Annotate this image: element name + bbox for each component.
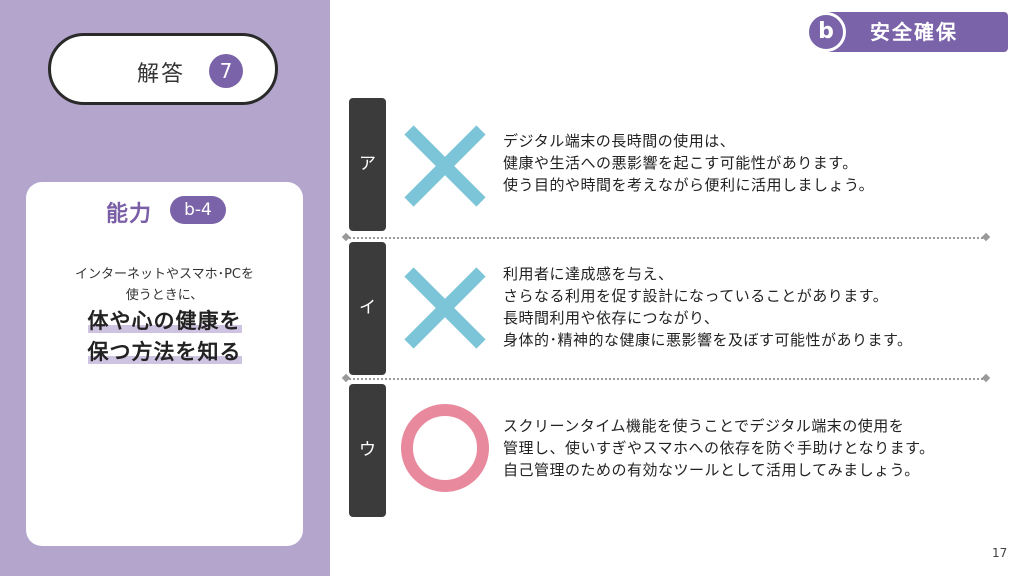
ability-description: インターネットやスマホ･PCを 使うときに、 <box>26 264 303 306</box>
ability-desc-line: 使うときに、 <box>125 288 204 303</box>
item-tab-i: イ <box>349 242 386 375</box>
answer-number-badge: 7 <box>209 54 243 88</box>
ability-goal-line: 体や心の健康を <box>87 309 242 333</box>
item-explanation-i: 利用者に達成感を与え、 さらなる利用を促す設計になっていることがあります。 長時… <box>503 265 913 349</box>
ability-goal: 体や心の健康を 保つ方法を知る <box>26 306 303 368</box>
cross-icon <box>404 125 486 207</box>
divider <box>346 378 986 380</box>
ability-goal-line: 保つ方法を知る <box>87 340 242 364</box>
ability-title: 能力 <box>106 202 153 227</box>
cross-icon <box>404 267 486 349</box>
divider <box>346 237 986 239</box>
page-number: 17 <box>992 546 1008 560</box>
item-tab-u: ウ <box>349 384 386 517</box>
item-explanation-a: デジタル端末の長時間の使用は、 健康や生活への悪影響を起こす可能性があります。 … <box>503 132 875 194</box>
item-explanation-u: スクリーンタイム機能を使うことでデジタル端末の使用を 管理し、使いすぎやスマホへ… <box>503 417 935 479</box>
answer-label: 解答 <box>137 62 186 87</box>
category-letter: b <box>806 12 846 52</box>
ability-card: 能力 b-4 インターネットやスマホ･PCを 使うときに、 体や心の健康を 保つ… <box>26 182 303 546</box>
category-label: 安全確保 <box>826 12 1008 52</box>
circle-icon <box>401 404 489 492</box>
left-panel: 解答 7 能力 b-4 インターネットやスマホ･PCを 使うときに、 体や心の健… <box>0 0 330 576</box>
answer-pill: 解答 7 <box>48 33 278 105</box>
category-badge: 安全確保 b <box>806 12 1008 52</box>
ability-desc-line: インターネットやスマホ･PCを <box>74 267 255 282</box>
ability-code-badge: b-4 <box>170 196 226 224</box>
item-tab-a: ア <box>349 98 386 231</box>
